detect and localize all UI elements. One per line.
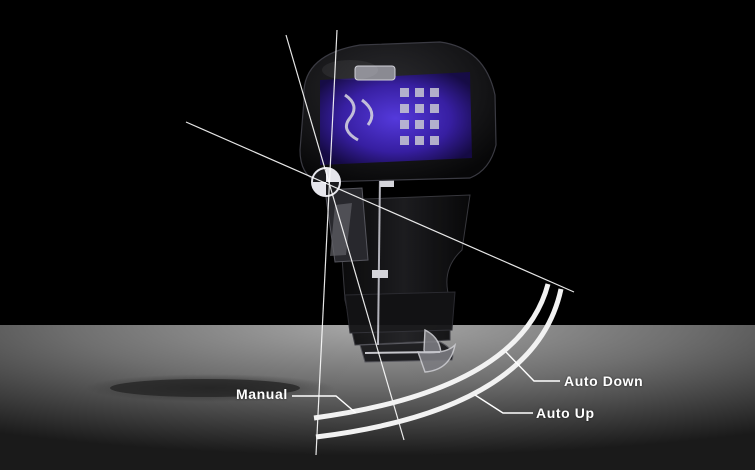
prop-shaft — [364, 351, 441, 354]
horizontal-axis-line — [185, 121, 575, 293]
flywheel — [354, 65, 396, 81]
driveshaft — [377, 174, 381, 346]
crankshaft — [344, 93, 374, 142]
shaft-coupler-1 — [372, 270, 388, 278]
cowl-highlight — [322, 60, 378, 80]
auto-down-leader — [505, 351, 560, 382]
auto-down-arc — [313, 283, 551, 421]
trim-axis-line — [285, 34, 405, 441]
tilt-guide-lines — [185, 29, 575, 456]
vertical-axis-line — [315, 29, 338, 456]
callout-leaders — [292, 351, 560, 414]
shaft-coupler-2 — [380, 177, 394, 187]
engine-midsection — [344, 291, 456, 334]
manual-leader — [292, 395, 357, 414]
tilt-range-arcs — [313, 283, 564, 440]
engine-shadow-core — [110, 379, 300, 397]
engine-cowl — [299, 41, 497, 183]
auto-up-label: Auto Up — [536, 405, 595, 421]
propeller — [416, 328, 457, 373]
cylinder-head — [400, 88, 439, 145]
engine-block — [320, 72, 472, 165]
auto-up-arc — [315, 288, 564, 440]
auto-down-label: Auto Down — [564, 373, 644, 389]
manual-label: Manual — [236, 386, 288, 402]
auto-up-leader — [474, 394, 533, 414]
